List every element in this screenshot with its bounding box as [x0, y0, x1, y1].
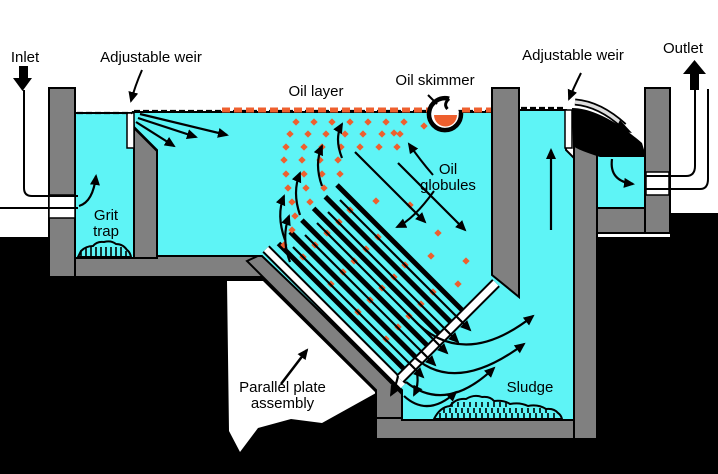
label-adjustable-weir-left: Adjustable weir: [100, 49, 202, 66]
outlet-pipe: [645, 89, 709, 190]
label-oil-skimmer: Oil skimmer: [395, 72, 475, 89]
label-inlet: Inlet: [10, 49, 40, 66]
tank-walls-front: [48, 87, 671, 440]
grit-mound: [76, 240, 133, 258]
oil-skimmer: [426, 95, 464, 133]
weir-plate-left: [126, 112, 135, 149]
label-grit-trap: Grit trap: [93, 207, 119, 240]
outlet-arrow-icon: [683, 60, 706, 90]
label-sludge: Sludge: [506, 379, 554, 396]
weir-plate-right: [564, 109, 573, 149]
label-oil-globules: Oil globules: [420, 161, 476, 194]
label-oil-layer: Oil layer: [288, 83, 344, 100]
label-pointers: [128, 69, 582, 385]
inlet-pipe-gap: [48, 194, 76, 219]
speech-callout: [227, 281, 376, 452]
inlet-arrow-icon: [13, 66, 32, 91]
cascade: [572, 98, 645, 157]
label-outlet: Outlet: [662, 40, 704, 57]
label-adjustable-weir-right: Adjustable weir: [522, 47, 624, 64]
inlet-pipe: [0, 90, 78, 209]
flow-arrows: [78, 112, 635, 408]
label-parallel-plate: Parallel plate assembly: [239, 379, 326, 412]
